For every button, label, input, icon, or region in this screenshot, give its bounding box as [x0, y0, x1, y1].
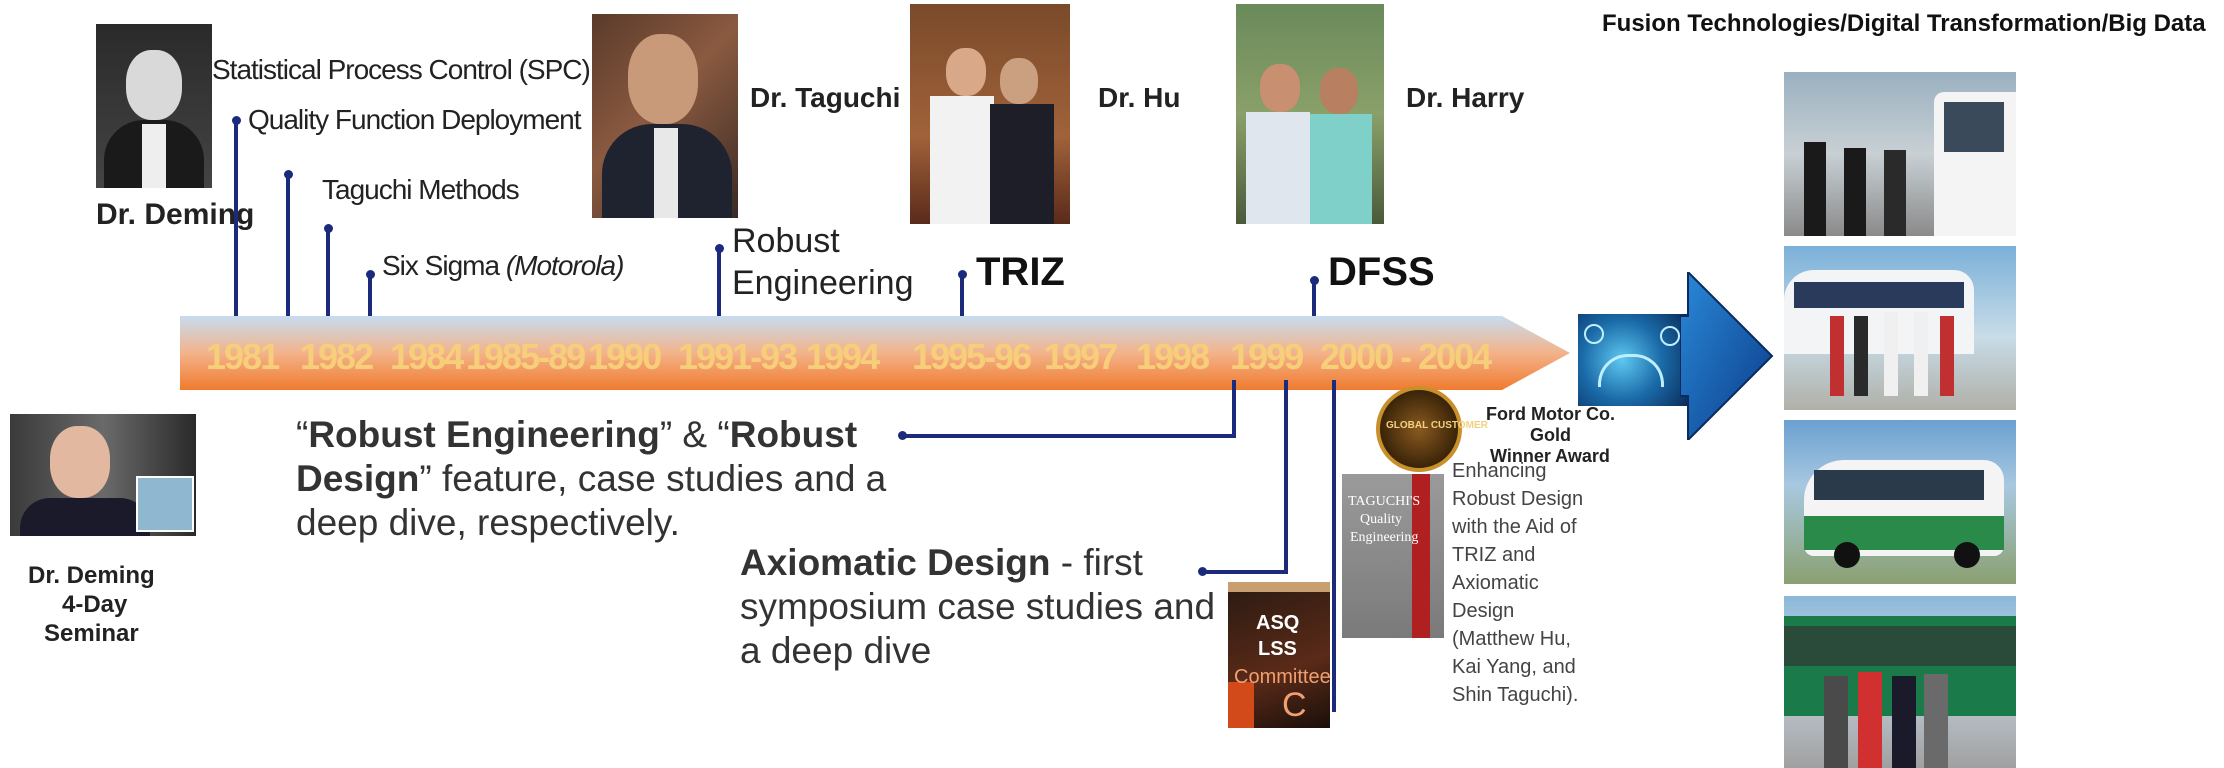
award-badge-icon: GLOBAL CUSTOMER — [1376, 386, 1488, 472]
year-1997: 1997 — [1044, 336, 1118, 377]
asq-line1: ASQ — [1256, 612, 1300, 634]
year-1985-89: 1985-89 — [466, 336, 586, 377]
connector-qfd — [286, 174, 290, 320]
taguchi-book-line1: TAGUCHI'S — [1348, 494, 1421, 509]
award-badge-text: GLOBAL CUSTOMER — [1386, 420, 1488, 431]
connector-dot-robust-design — [898, 431, 907, 440]
hu-photo — [910, 4, 1070, 224]
robust-eng-line1: Robust — [732, 222, 840, 260]
seminar-line1: Dr. Deming — [28, 562, 155, 589]
year-1998: 1998 — [1136, 336, 1210, 377]
taguchi-book-line3: Engineering — [1350, 530, 1419, 545]
taguchi-label: Dr. Taguchi — [750, 82, 901, 113]
award-line3: Winner Award — [1490, 446, 1610, 466]
deming-label: Dr. Deming — [96, 198, 255, 231]
taguchi-methods-label: Taguchi Methods — [322, 174, 520, 205]
bus-photo-1 — [1784, 72, 2016, 236]
axiomatic-note-line3: a deep dive — [740, 630, 932, 671]
seminar-line2: 4-Day — [62, 591, 128, 618]
spc-label: Statistical Process Control (SPC) — [212, 54, 591, 85]
harry-label: Dr. Harry — [1406, 82, 1525, 113]
robust-q1: “ — [296, 414, 309, 455]
year-1990: 1990 — [588, 336, 662, 377]
connector-book — [1332, 380, 1336, 712]
connector-dot-axiomatic — [1198, 567, 1207, 576]
hu-label: Dr. Hu — [1098, 82, 1181, 113]
dfss-label: DFSS — [1328, 250, 1435, 294]
book-desc-line5: Axiomatic — [1452, 572, 1539, 594]
axiomatic-note-line1: Axiomatic Design - first — [740, 542, 1143, 584]
year-1991-93: 1991-93 — [678, 336, 798, 377]
year-1995-96: 1995-96 — [912, 336, 1032, 377]
connector-taguchi — [326, 228, 330, 320]
bus-photo-3 — [1784, 420, 2016, 584]
book-desc-line9: Shin Taguchi). — [1452, 684, 1579, 706]
taguchi-photo — [592, 14, 738, 218]
connector-axiomatic — [1284, 380, 1288, 574]
six-sigma-text: Six Sigma — [382, 250, 506, 281]
robust-design-note-line2: Design” feature, case studies and a — [296, 458, 886, 500]
robust-b3: Design — [296, 458, 420, 499]
connector-triz — [960, 274, 964, 320]
connector-sixsigma — [368, 274, 372, 320]
year-1999: 1999 — [1230, 336, 1304, 377]
year-1982: 1982 — [300, 336, 374, 377]
book-desc-line3: with the Aid of — [1452, 516, 1577, 538]
asq-line4: C — [1282, 686, 1307, 724]
robust-b2: Robust — [729, 414, 858, 455]
connector-robust-design-h — [904, 434, 1236, 438]
book-desc-line1: Enhancing — [1452, 460, 1547, 482]
year-1984: 1984 — [390, 336, 464, 377]
year-1981: 1981 — [206, 336, 280, 377]
connector-axiomatic-h — [1204, 570, 1288, 574]
taguchi-book-cover: TAGUCHI'S Quality Engineering — [1342, 474, 1444, 638]
seminar-line3: Seminar — [44, 620, 139, 647]
book-desc-line7: (Matthew Hu, — [1452, 628, 1571, 650]
asq-line2: LSS — [1258, 638, 1297, 660]
robust-design-note-line3: deep dive, respectively. — [296, 502, 680, 543]
bus-photo-4 — [1784, 596, 2016, 768]
robust-t1: ” & “ — [659, 414, 730, 455]
harry-photo — [1236, 4, 1384, 224]
deming-photo — [96, 24, 212, 188]
award-line2: Gold — [1530, 425, 1571, 445]
book-desc-line2: Robust Design — [1452, 488, 1584, 510]
book-desc-line8: Kai Yang, and — [1452, 656, 1576, 678]
six-sigma-org: (Motorola) — [505, 250, 625, 281]
deming-seminar-photo — [10, 414, 196, 536]
robust-eng-line2: Engineering — [732, 264, 914, 302]
connector-robust-design — [1232, 380, 1236, 438]
page-title: Fusion Technologies/Digital Transformati… — [1602, 10, 2206, 37]
asq-line3: Committee — [1234, 666, 1330, 688]
triz-label: TRIZ — [976, 250, 1065, 294]
year-1994: 1994 — [806, 336, 880, 377]
digital-dashboard-image — [1578, 314, 1688, 406]
robust-b1: Robust Engineering — [308, 414, 660, 455]
axiomatic-t1: - first — [1050, 542, 1143, 583]
timeline-arrow — [180, 316, 1570, 390]
qfd-label: Quality Function Deployment — [248, 104, 582, 135]
transformation-arrow-icon — [1680, 272, 1774, 440]
robust-t2: ” feature, case studies and a — [419, 458, 887, 499]
book-desc-line4: TRIZ and — [1452, 544, 1536, 566]
asq-lss-cover: ASQ LSS Committee C — [1228, 582, 1330, 728]
axiomatic-bold: Axiomatic Design — [740, 542, 1051, 583]
connector-robust — [717, 248, 721, 320]
book-desc-line6: Design — [1452, 600, 1515, 622]
year-2000-2004: 2000 - 2004 — [1320, 336, 1492, 377]
axiomatic-note-line2: symposium case studies and — [740, 586, 1216, 627]
taguchi-book-line2: Quality — [1360, 512, 1402, 527]
robust-design-note-line1: “Robust Engineering” & “Robust — [296, 414, 857, 456]
connector-spc — [234, 120, 238, 320]
connector-dfss — [1312, 280, 1316, 320]
award-line1: Ford Motor Co. — [1486, 404, 1615, 424]
bus-photo-2 — [1784, 246, 2016, 410]
six-sigma-label: Six Sigma (Motorola) — [382, 250, 625, 282]
